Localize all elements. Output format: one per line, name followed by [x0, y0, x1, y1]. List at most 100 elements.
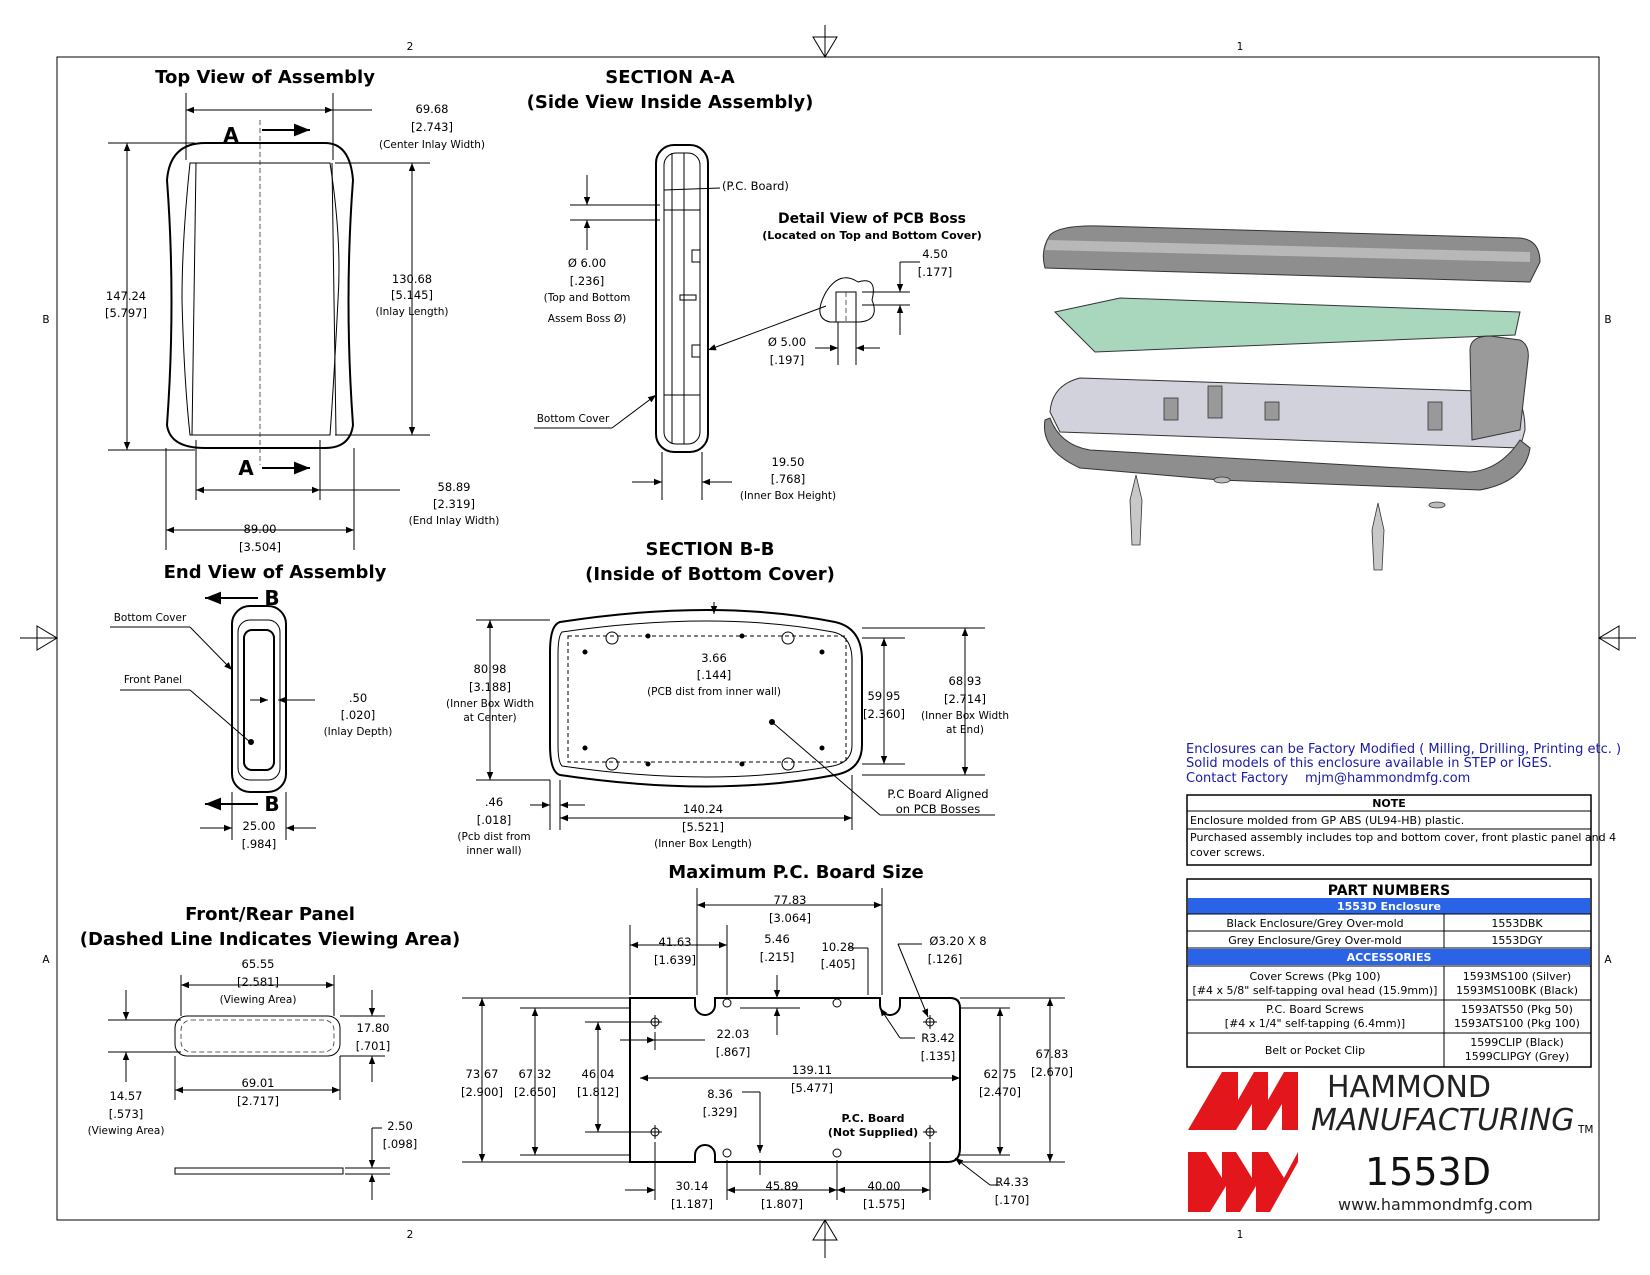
zone-label: A	[1604, 954, 1612, 966]
bottom-cover-shell	[1043, 417, 1531, 491]
svg-text:41.63: 41.63	[659, 935, 692, 949]
svg-text:.50: .50	[349, 691, 367, 705]
svg-text:[.215]: [.215]	[760, 950, 795, 964]
section-bb-title: SECTION B-B	[646, 539, 775, 560]
svg-text:[.984]: [.984]	[242, 837, 277, 851]
svg-text:67.32: 67.32	[519, 1067, 552, 1081]
svg-text:[.144]: [.144]	[697, 668, 732, 682]
svg-text:(End Inlay Width): (End Inlay Width)	[409, 515, 500, 527]
svg-text:P.C Board Aligned: P.C Board Aligned	[887, 787, 988, 801]
svg-text:67.83: 67.83	[1036, 1047, 1069, 1061]
svg-text:[2.360]: [2.360]	[863, 707, 905, 721]
group-bar	[1188, 949, 1590, 965]
svg-text:.46: .46	[485, 795, 503, 809]
svg-text:62.75: 62.75	[984, 1067, 1017, 1081]
side-section-outline	[655, 144, 709, 453]
svg-text:[2.650]: [2.650]	[514, 1085, 556, 1099]
svg-text:on PCB Bosses: on PCB Bosses	[896, 802, 980, 816]
section-mark-a: A	[238, 456, 254, 480]
inlay-edge	[191, 162, 337, 436]
svg-text:Ø 6.00: Ø 6.00	[568, 256, 606, 270]
boss-detail-outline	[819, 277, 875, 323]
svg-text:P.C. Board Screws: P.C. Board Screws	[1266, 1003, 1364, 1016]
pcb-outline	[629, 997, 961, 1163]
svg-text:25.00: 25.00	[243, 819, 276, 833]
zone-label: 2	[407, 1229, 414, 1241]
zone-label: 1	[1237, 41, 1244, 53]
zone-label: 2	[407, 41, 414, 53]
svg-text:147.24: 147.24	[106, 289, 146, 303]
note-box: NOTE Enclosure molded from GP ABS (UL94-…	[1186, 794, 1616, 866]
center-mark-bottom	[812, 1219, 838, 1258]
svg-text:(Viewing Area): (Viewing Area)	[88, 1125, 165, 1137]
svg-text:22.03: 22.03	[717, 1027, 750, 1041]
svg-text:at Center): at Center)	[463, 712, 516, 724]
svg-text:[1.807]: [1.807]	[761, 1197, 803, 1211]
svg-text:1599CLIPGY (Grey): 1599CLIPGY (Grey)	[1465, 1050, 1570, 1063]
svg-text:[3.188]: [3.188]	[469, 680, 511, 694]
end-panel	[1469, 335, 1529, 441]
svg-text:[.135]: [.135]	[921, 1049, 956, 1063]
svg-text:40.00: 40.00	[868, 1179, 901, 1193]
svg-text:Enclosures can be Factory Modi: Enclosures can be Factory Modified ( Mil…	[1186, 742, 1621, 757]
svg-text:cover screws.: cover screws.	[1190, 846, 1265, 859]
part-desc: Black Enclosure/Grey Over-mold	[1226, 917, 1403, 930]
svg-text:(Inner Box Width: (Inner Box Width	[446, 698, 534, 710]
svg-text:(Center Inlay Width): (Center Inlay Width)	[379, 139, 485, 151]
sheet-border: 2 1 2 1 B A B A	[20, 25, 1636, 1258]
svg-text:89.00: 89.00	[244, 522, 277, 536]
brand-name: MANUFACTURING	[1311, 1103, 1574, 1138]
svg-text:[.197]: [.197]	[770, 353, 805, 367]
website-link[interactable]: www.hammondmfg.com	[1338, 1195, 1533, 1214]
svg-text:[.126]: [.126]	[928, 952, 963, 966]
pcb-title: Maximum P.C. Board Size	[668, 862, 924, 883]
end-view-title: End View of Assembly	[164, 562, 387, 583]
svg-text:30.14: 30.14	[676, 1179, 709, 1193]
svg-text:[.170]: [.170]	[995, 1193, 1030, 1207]
svg-text:10.28: 10.28	[822, 940, 855, 954]
section-aa-title: SECTION A-A	[605, 67, 734, 88]
svg-text:Ø 5.00: Ø 5.00	[768, 335, 806, 349]
hammond-logo: HAMMOND MANUFACTURING TM 1553D www.hammo…	[1188, 1070, 1593, 1214]
svg-text:(Inlay Length): (Inlay Length)	[375, 306, 448, 318]
svg-text:46.04: 46.04	[582, 1067, 615, 1081]
svg-text:80.98: 80.98	[474, 662, 507, 676]
svg-text:Bottom Cover: Bottom Cover	[537, 413, 610, 425]
end-view-outline	[231, 605, 287, 793]
svg-text:4.50: 4.50	[922, 247, 948, 261]
svg-text:[.867]: [.867]	[716, 1045, 751, 1059]
email-link[interactable]: mjm@hammondmfg.com	[1305, 771, 1470, 786]
svg-text:14.57: 14.57	[110, 1089, 143, 1103]
svg-text:(Inner Box Length): (Inner Box Length)	[654, 838, 752, 850]
svg-text:[5.477]: [5.477]	[791, 1081, 833, 1095]
svg-text:Bottom Cover: Bottom Cover	[114, 612, 187, 624]
svg-text:[3.504]: [3.504]	[239, 540, 281, 554]
svg-text:73.67: 73.67	[466, 1067, 499, 1081]
svg-text:45.89: 45.89	[766, 1179, 799, 1193]
screw	[1371, 502, 1385, 571]
svg-text:Assem Boss Ø): Assem Boss Ø)	[548, 313, 626, 325]
top-view: Top View of Assembly A A 69.68 [2.743] (…	[105, 67, 499, 554]
svg-text:(Viewing Area): (Viewing Area)	[220, 994, 297, 1006]
svg-text:19.50: 19.50	[772, 455, 805, 469]
trademark: TM	[1577, 1124, 1593, 1136]
part-number-large: 1553D	[1365, 1150, 1491, 1194]
section-mark-b: B	[264, 586, 279, 610]
svg-text:[3.064]: [3.064]	[769, 911, 811, 925]
svg-text:R4.33: R4.33	[995, 1175, 1029, 1189]
front-panel-subtitle: (Dashed Line Indicates Viewing Area)	[80, 929, 460, 950]
svg-text:[.177]: [.177]	[918, 265, 953, 279]
inlay-outline	[181, 162, 340, 436]
svg-text:at End): at End)	[946, 724, 984, 736]
svg-text:inner wall): inner wall)	[466, 845, 521, 857]
svg-text:Solid models of this enclosure: Solid models of this enclosure available…	[1186, 756, 1552, 771]
screw	[1129, 474, 1143, 546]
svg-text:(P.C. Board): (P.C. Board)	[722, 179, 789, 193]
svg-text:Belt or Pocket Clip: Belt or Pocket Clip	[1265, 1044, 1365, 1057]
svg-text:[.020]: [.020]	[341, 708, 376, 722]
svg-text:5.46: 5.46	[764, 932, 790, 946]
svg-text:P.C. Board: P.C. Board	[842, 1112, 905, 1125]
svg-text:1593MS100 (Silver): 1593MS100 (Silver)	[1463, 970, 1571, 983]
svg-text:(Not Supplied): (Not Supplied)	[828, 1126, 918, 1139]
